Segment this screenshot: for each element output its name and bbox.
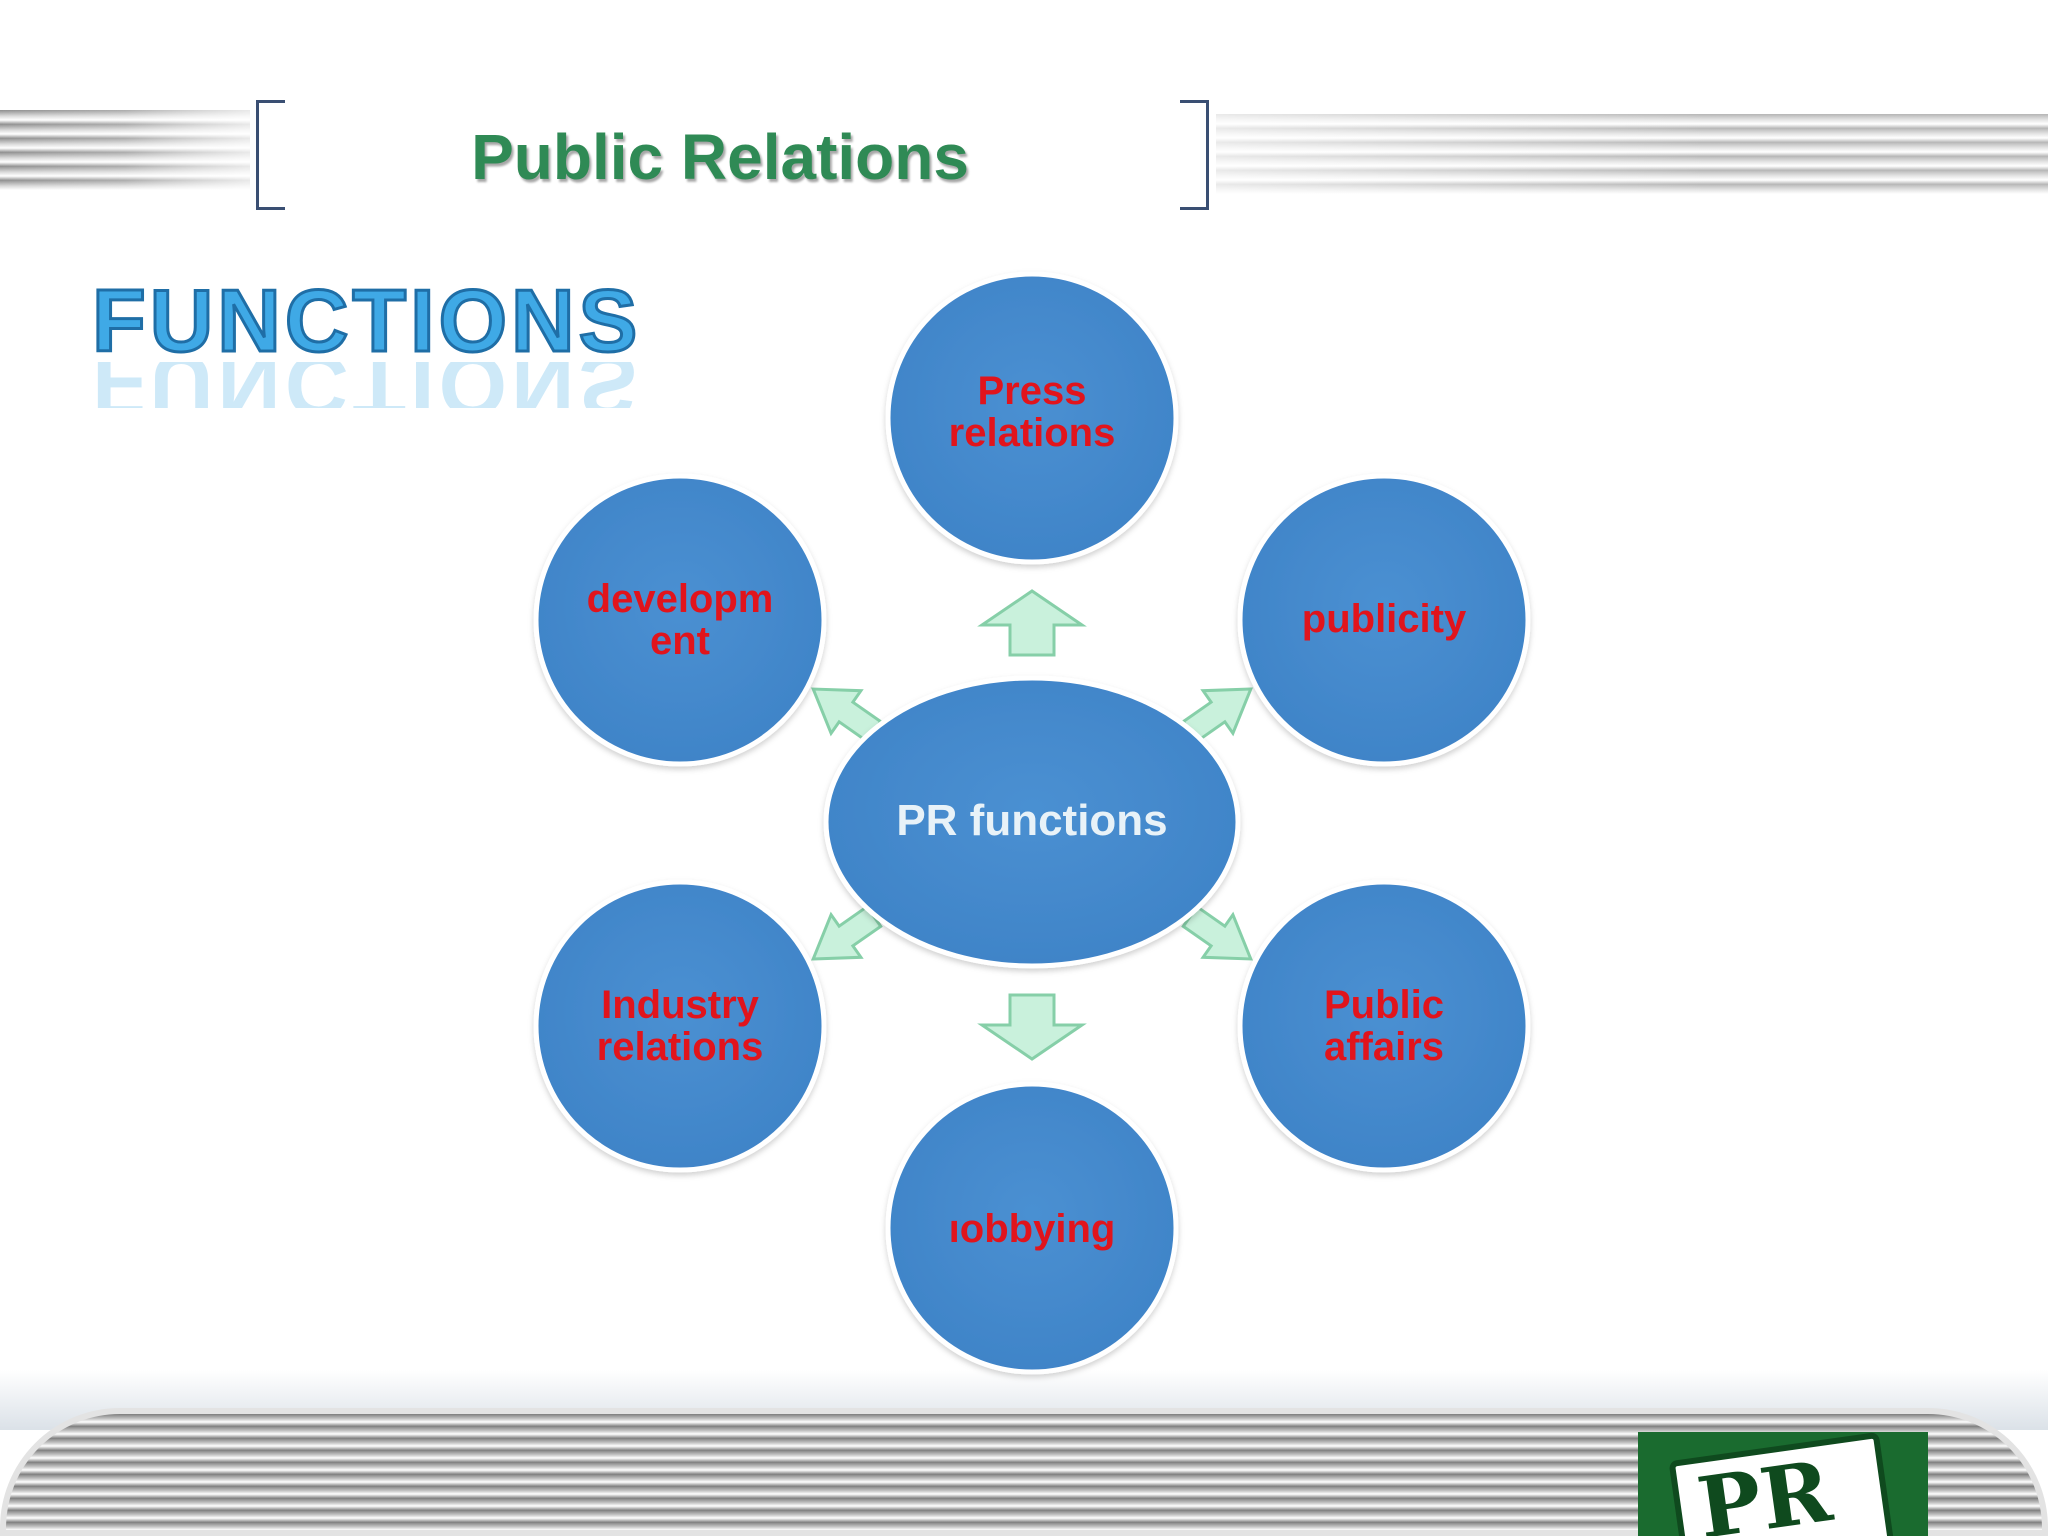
- header-stripes-right: [1216, 114, 2048, 194]
- node-label-press-relations: Press relations: [902, 370, 1162, 454]
- node-industry-relations: [533, 879, 827, 1173]
- node-label-line: Industry: [601, 983, 759, 1027]
- arrow-to-bottom: [977, 993, 1087, 1061]
- node-label-line: affairs: [1323, 1025, 1445, 1069]
- node-development: [533, 473, 827, 767]
- node-public-affairs: [1237, 879, 1531, 1173]
- slide-title: Public Relations: [471, 121, 969, 193]
- node-label-line: relations: [596, 1025, 764, 1069]
- node-label-industry-relations: Industry relations: [550, 984, 810, 1068]
- node-publicity: [1237, 473, 1531, 767]
- title-bracket-right: [1180, 100, 1209, 210]
- node-label-line: Public: [1323, 983, 1445, 1027]
- node-press-relations: [885, 271, 1179, 565]
- node-label-line: developm: [586, 577, 774, 621]
- arrow-to-top: [977, 589, 1087, 657]
- header-stripes-left: [0, 110, 250, 190]
- section-heading: FUNCTIONS: [90, 270, 642, 372]
- node-label-public-affairs: Public affairs: [1254, 984, 1514, 1068]
- node-label-line: publicity: [1301, 597, 1467, 641]
- node-label-lobbying: ıobbying: [902, 1208, 1162, 1250]
- node-label-line: ıobbying: [948, 1207, 1116, 1251]
- node-label-publicity: publicity: [1254, 598, 1514, 640]
- center-label-pr-functions: PR functions: [896, 796, 1168, 845]
- node-label-line: relations: [948, 411, 1116, 455]
- title-bracket-left: [256, 100, 285, 210]
- node-label-development: developm ent: [550, 578, 810, 662]
- node-pr-functions-center: [823, 675, 1241, 969]
- node-label-line: Press: [977, 369, 1087, 413]
- node-label-line: ent: [650, 619, 710, 663]
- pr-logo: PR: [1638, 1432, 1928, 1536]
